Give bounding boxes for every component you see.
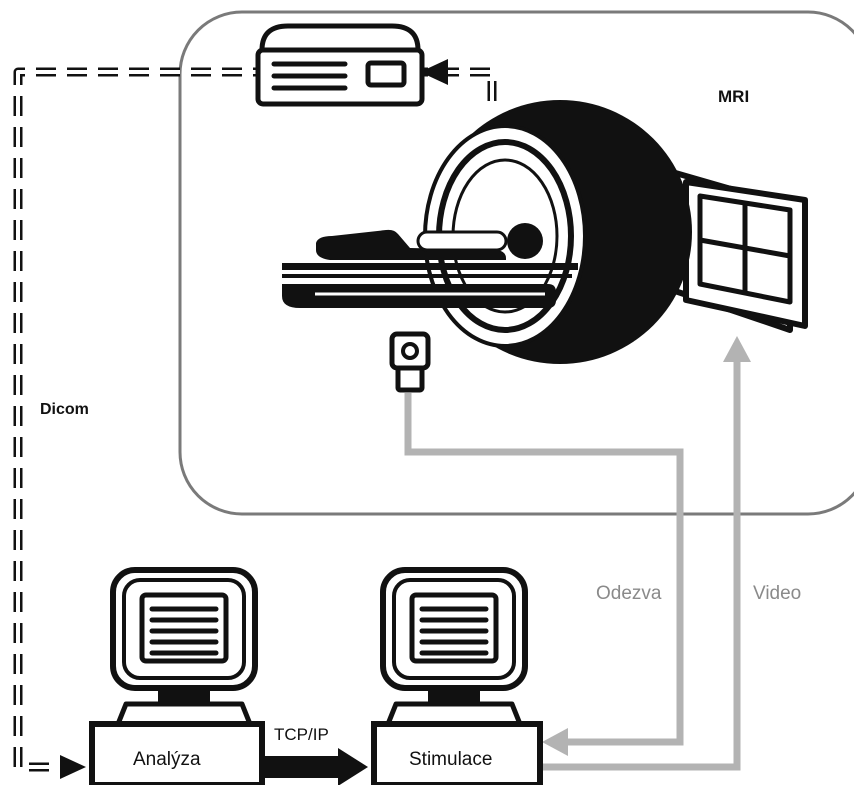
video-link: [540, 360, 741, 771]
tcpip-arrow: [260, 748, 368, 785]
video-arrowhead: [723, 336, 751, 362]
projection-screen-icon: [669, 169, 808, 333]
mri-label: MRI: [718, 87, 750, 106]
patient-icon: [316, 223, 543, 260]
odezva-link: [404, 393, 684, 746]
dicom-label: Dicom: [40, 401, 89, 418]
mri-room-boundary: [178, 10, 854, 516]
patient-table: [282, 263, 578, 308]
video-label: Video: [753, 583, 802, 604]
tcpip-label: TCP/IP: [274, 725, 329, 744]
stimulace-label: Stimulace: [409, 749, 493, 770]
dicom-link: [13, 59, 497, 779]
response-device-icon: [389, 331, 431, 393]
computer-monitor-icon-analyza: [89, 567, 265, 785]
odezva-arrowhead: [542, 728, 568, 756]
odezva-label: Odezva: [596, 583, 662, 604]
scanner-console-icon: [255, 23, 425, 107]
analyza-label: Analýza: [133, 749, 201, 770]
computer-monitor-icon-stimulace: [371, 567, 543, 785]
dicom-arrowhead-console: [420, 59, 448, 85]
dicom-arrowhead-analyza: [60, 755, 86, 779]
